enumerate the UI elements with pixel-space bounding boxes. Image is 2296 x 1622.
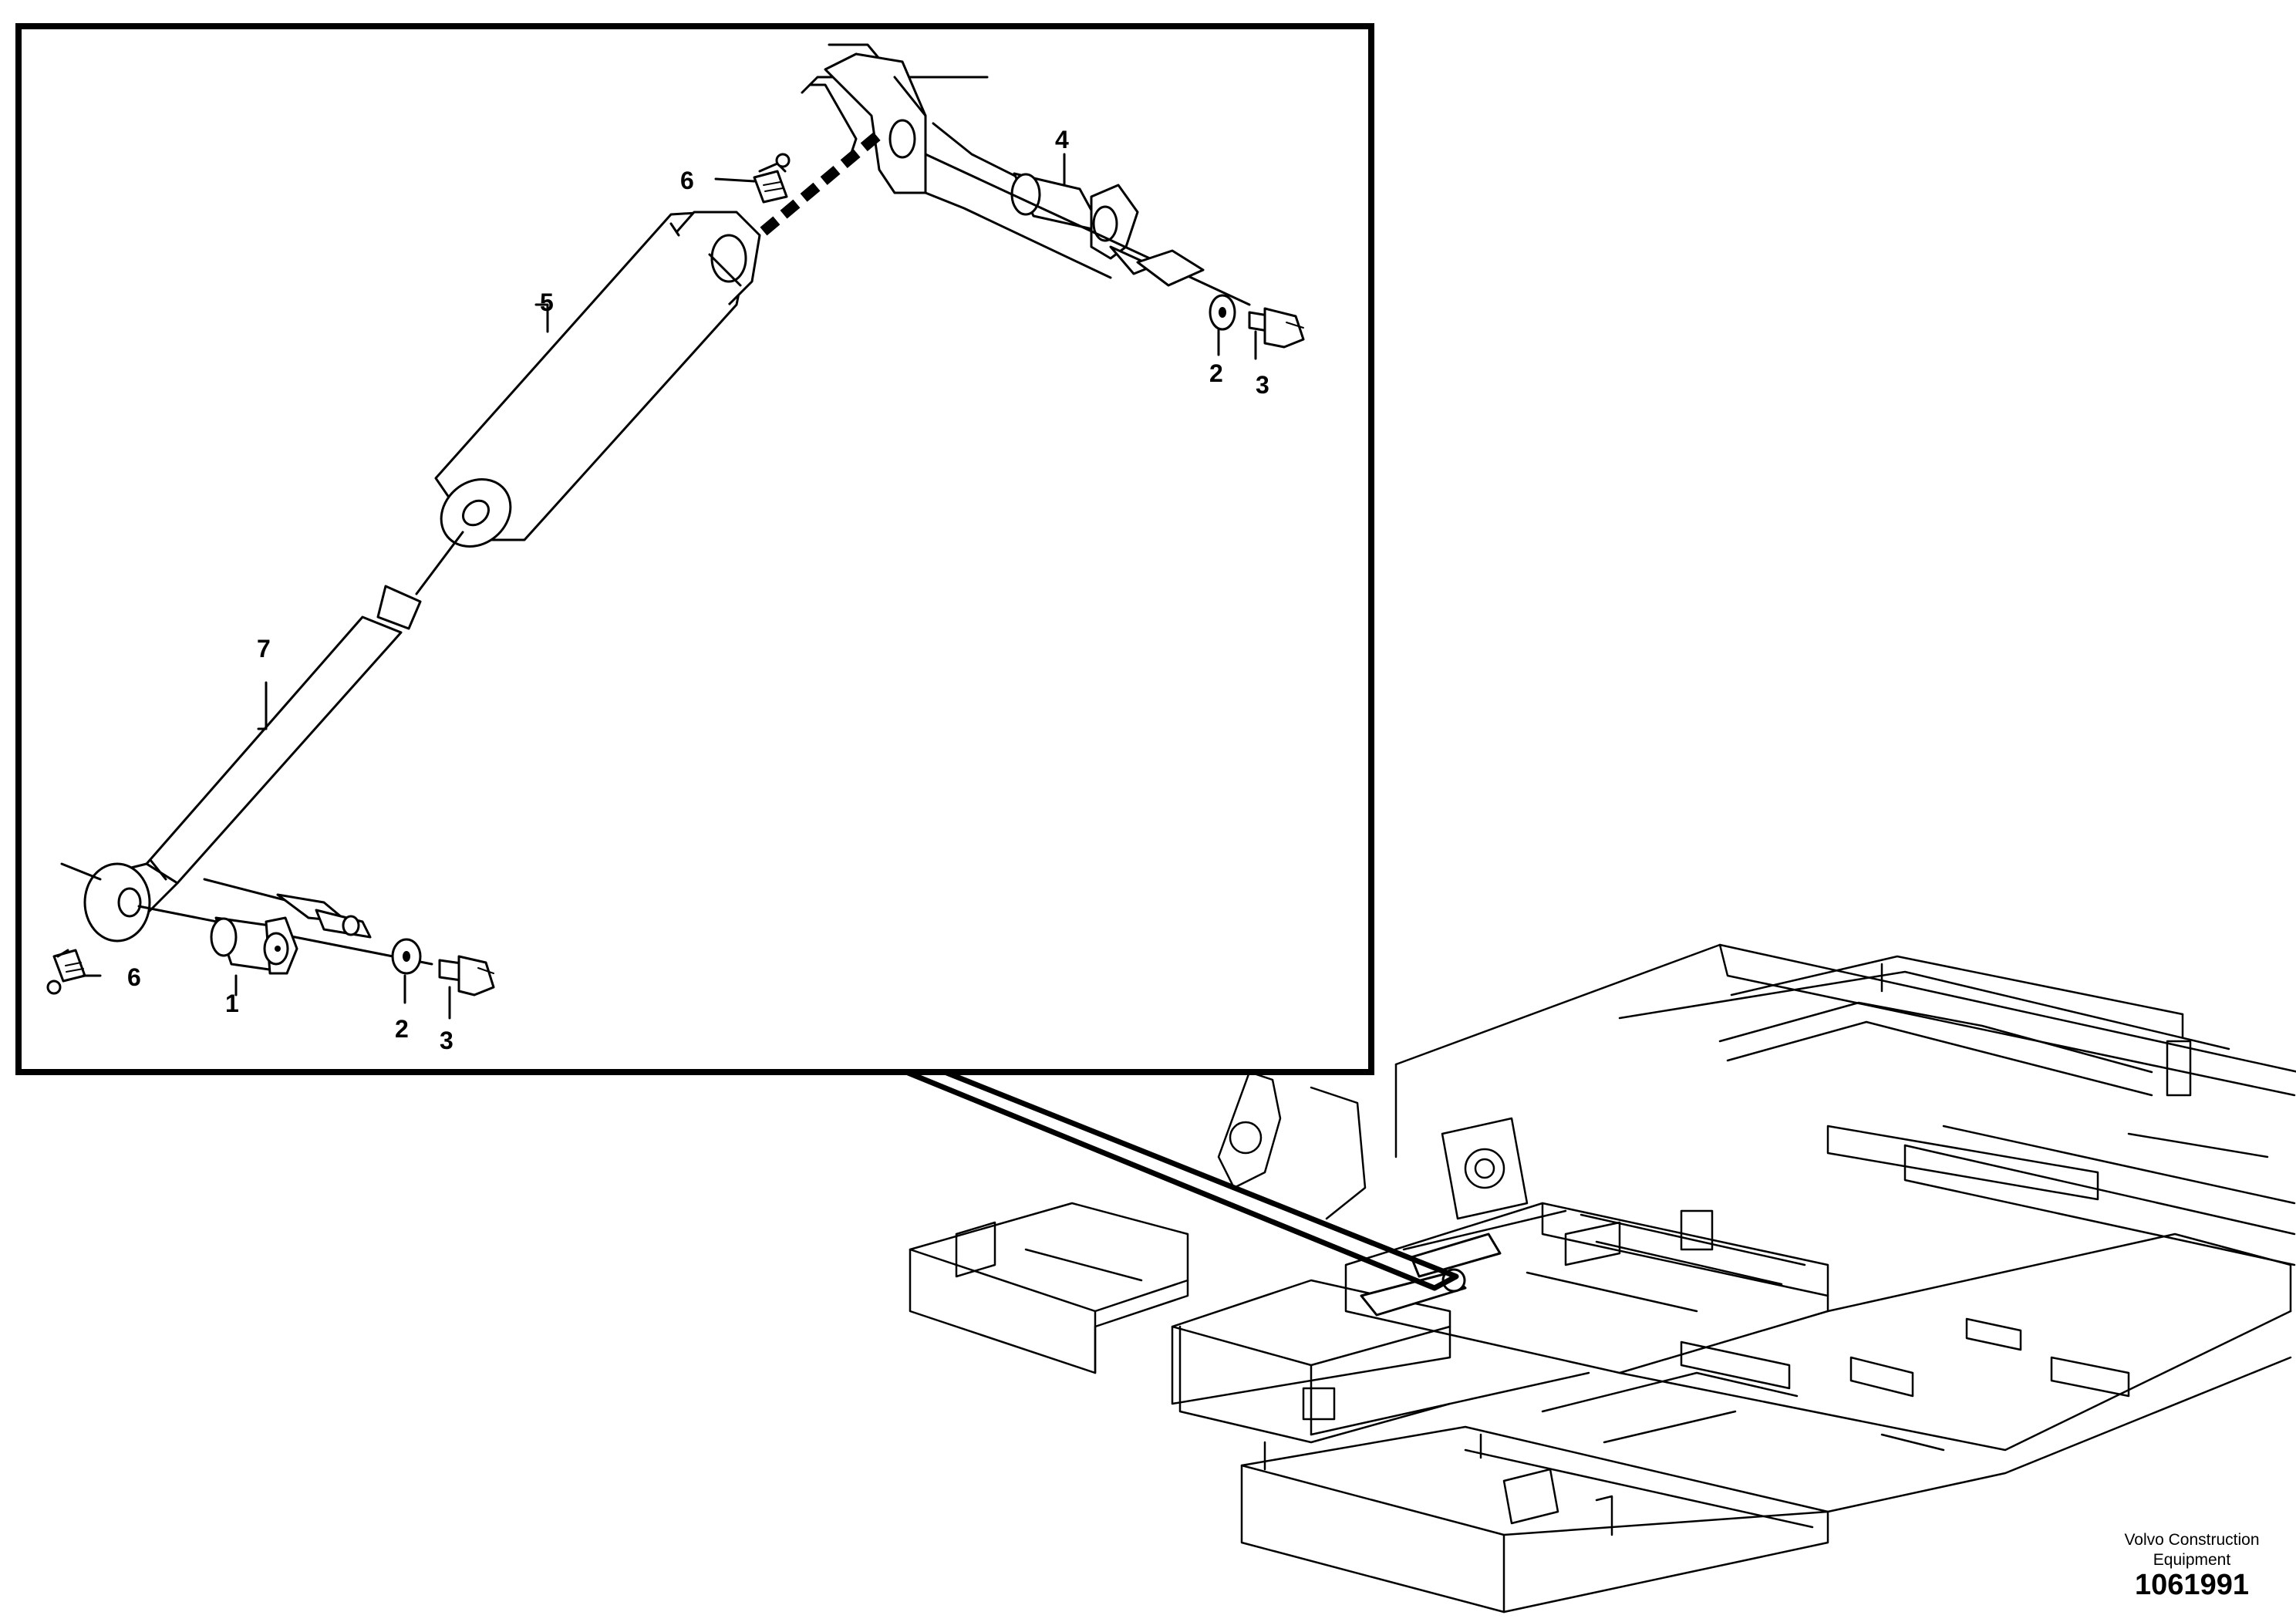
leader-lines: [82, 153, 1257, 1020]
zoom-connector: [767, 1060, 1459, 1291]
pin-part-1: [210, 916, 298, 975]
callout-1: 1: [225, 990, 239, 1017]
upper-mounting-bracket: [801, 43, 1128, 279]
callout-5: 5: [540, 288, 554, 316]
callout-6-lower: 6: [127, 963, 141, 991]
pin-part-4: [1010, 172, 1155, 275]
bolt-part-3-upper: [1248, 307, 1305, 349]
callout-3-lower: 3: [440, 1027, 453, 1054]
detail-content: [46, 43, 1305, 996]
detail-frame: [15, 23, 1374, 1075]
brand-label: Volvo Construction Equipment: [2103, 1530, 2281, 1570]
bolt-part-3-lower: [438, 955, 495, 996]
piston-rod-part-7: [83, 531, 464, 943]
callout-3-upper: 3: [1256, 371, 1269, 399]
grease-fitting-part-6-lower: [46, 949, 86, 995]
cylinder-barrel-part-5: [434, 211, 761, 548]
callout-4: 4: [1055, 126, 1069, 153]
diagram-number: 1061991: [2135, 1569, 2249, 1601]
brand-line-2: Equipment: [2153, 1551, 2231, 1569]
brand-line-1: Volvo Construction: [2124, 1531, 2260, 1549]
grease-fitting-part-6-upper: [753, 153, 791, 204]
machine-frame: [909, 943, 2296, 1614]
callout-2-upper: 2: [1209, 359, 1223, 387]
callout-7: 7: [257, 635, 271, 663]
callout-labels: 4 6 5 2 3 7 6 1 2 3: [127, 126, 1269, 1054]
callout-6-upper: 6: [680, 167, 694, 194]
callout-2-lower: 2: [395, 1015, 409, 1043]
